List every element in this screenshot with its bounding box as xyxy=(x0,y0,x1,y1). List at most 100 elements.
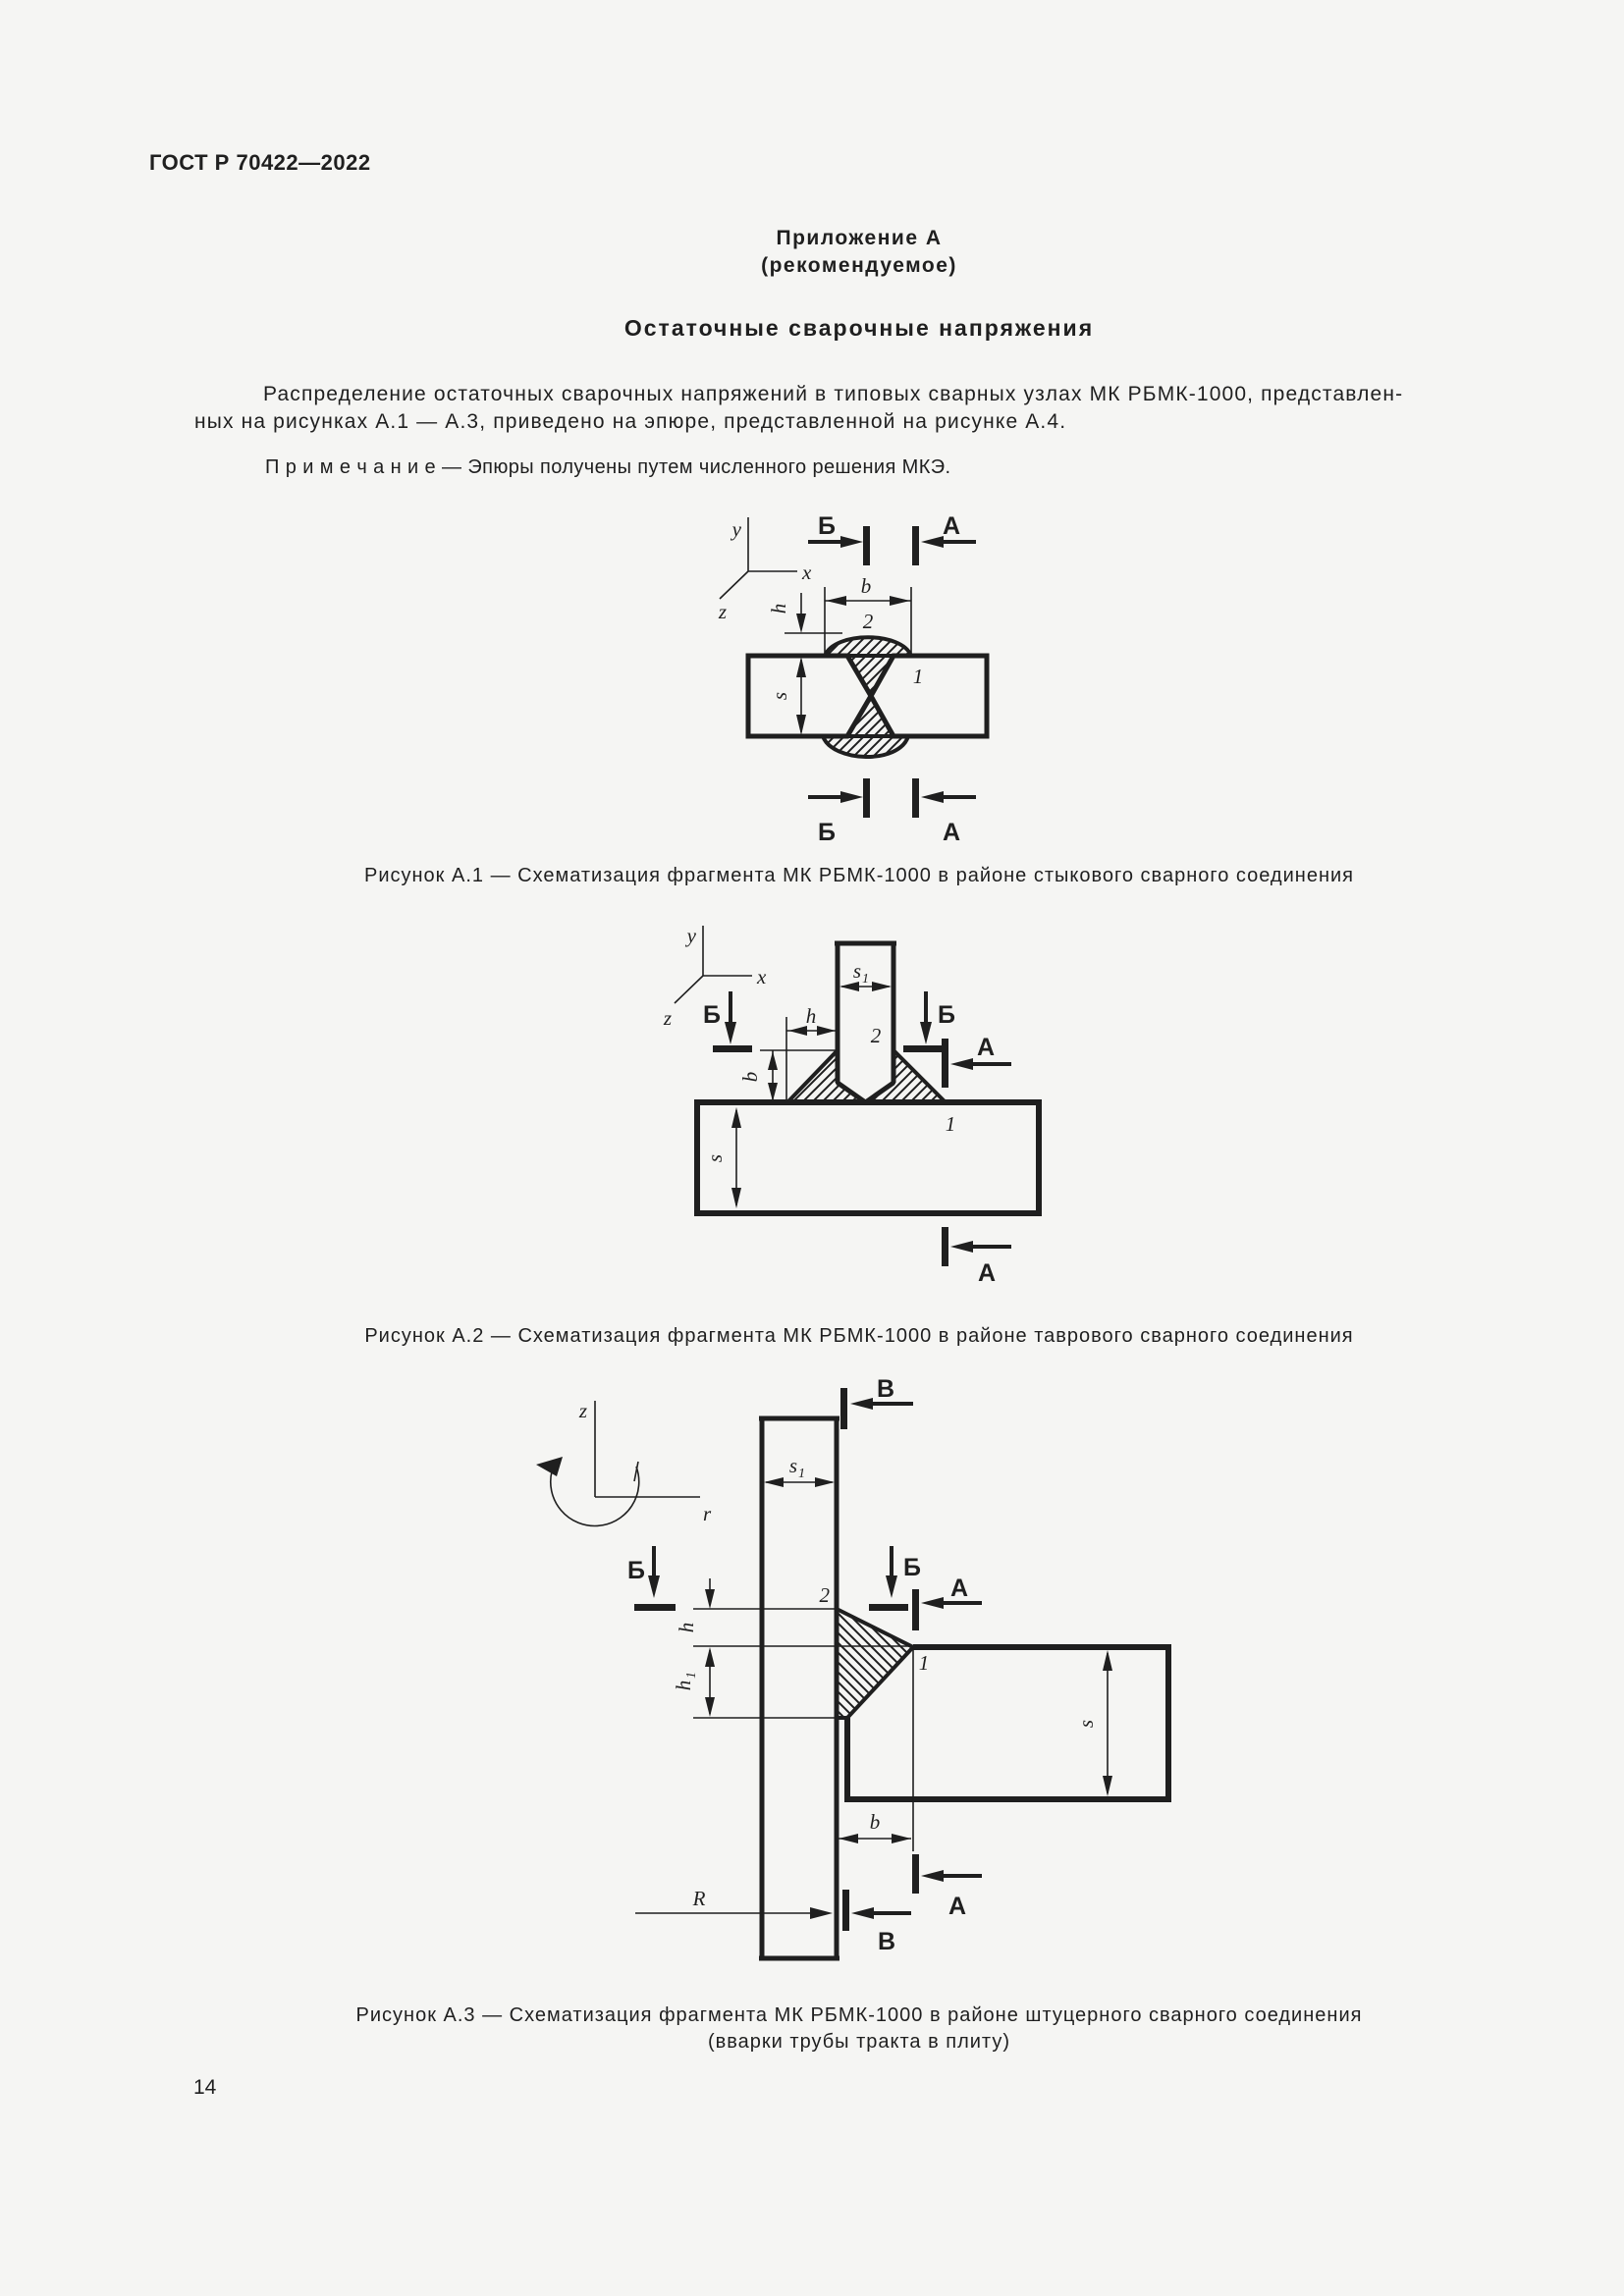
section-marker-b-bottom: Б xyxy=(808,778,870,846)
section-marker-a-side: А xyxy=(942,1034,1011,1088)
dim-s-label: s xyxy=(703,1154,727,1162)
section-letter: В xyxy=(877,1375,894,1403)
section-marker-a-right: А xyxy=(912,1575,982,1630)
weld-top-cap xyxy=(822,635,914,658)
dimension-r: R xyxy=(635,1887,833,1919)
axis-y-label: y xyxy=(685,924,697,947)
weld-upper-groove xyxy=(844,654,896,700)
dim-s1-label: s xyxy=(789,1454,797,1477)
section-letter: А xyxy=(977,1034,995,1061)
doc-code: ГОСТ Р 70422—2022 xyxy=(149,150,371,175)
section-letter: Б xyxy=(818,512,836,540)
section-letter: Б xyxy=(703,1001,721,1029)
appendix-title: Остаточные сварочные напряжения xyxy=(623,315,1095,341)
dim-s1-subscript: 1 xyxy=(798,1467,805,1481)
paragraph-line-1: Распределение остаточных сварочных напря… xyxy=(263,383,1404,405)
axis-z-label: z xyxy=(718,600,727,623)
section-marker-a-bottom: А xyxy=(912,778,976,846)
section-letter: А xyxy=(950,1575,968,1602)
paragraph-line-2: ных на рисунках А.1 — А.3, приведено на … xyxy=(194,410,1067,433)
section-letter: В xyxy=(878,1928,895,1955)
section-letter: Б xyxy=(938,1001,955,1029)
section-marker-v-bottom: В xyxy=(842,1890,911,1955)
section-letter: Б xyxy=(903,1554,921,1581)
part-label-plate: 1 xyxy=(919,1651,930,1675)
rotation-arrowhead xyxy=(536,1457,563,1476)
axis-r-label: r xyxy=(703,1502,712,1525)
dim-h1-subscript: 1 xyxy=(684,1672,699,1679)
figure-a3-caption-line-1: Рисунок А.3 — Схематизация фрагмента МК … xyxy=(355,2004,1363,2026)
dim-s-label: s xyxy=(1074,1720,1098,1728)
dimension-s: s xyxy=(768,657,806,735)
dim-h-label: h xyxy=(675,1623,698,1633)
dim-s-label: s xyxy=(768,692,791,700)
axes-xyz: y x z xyxy=(663,924,767,1030)
appendix-kind: (рекомендуемое) xyxy=(761,254,957,277)
part-label-weld: 2 xyxy=(863,610,874,633)
dimension-s1: s 1 xyxy=(839,959,892,991)
dim-b-label: b xyxy=(861,574,872,598)
dimension-s: s xyxy=(1074,1650,1112,1796)
section-marker-a-top: А xyxy=(912,512,976,565)
axis-x-label: x xyxy=(756,965,767,988)
axis-z-label: z xyxy=(663,1006,672,1030)
dim-s1-subscript: 1 xyxy=(862,972,869,987)
dimension-h: h xyxy=(785,1004,838,1100)
figure-a2-caption: Рисунок А.2 — Схематизация фрагмента МК … xyxy=(364,1325,1354,1347)
weld-bottom-cap xyxy=(820,734,911,759)
figure-a3-nozzle-weld-diagram: z r В s 1 Б xyxy=(536,1375,1171,1961)
weld-seam xyxy=(820,635,914,759)
section-marker-b-left: Б xyxy=(703,991,752,1052)
part-label-tube: 2 xyxy=(820,1583,831,1607)
section-letter: А xyxy=(943,819,960,846)
axes-xyz: y x z xyxy=(718,517,812,623)
dim-b-label: b xyxy=(870,1810,881,1834)
tube-wall xyxy=(759,1415,839,1961)
figure-a3-caption-line-2: (вварки трубы тракта в плиту) xyxy=(708,2031,1010,2053)
section-marker-b-left: Б xyxy=(627,1546,676,1611)
dimension-b: b xyxy=(738,1049,838,1101)
section-letter: Б xyxy=(818,819,836,846)
part-label-plate: 1 xyxy=(946,1112,956,1136)
section-marker-v-top: В xyxy=(840,1375,913,1429)
dim-h1-label: h xyxy=(672,1681,695,1691)
plate-left xyxy=(745,653,874,739)
section-marker-a-bottom: А xyxy=(912,1854,982,1920)
section-letter: А xyxy=(948,1893,966,1920)
dim-h-label: h xyxy=(806,1004,817,1028)
figure-a2-tee-joint-diagram: y x z s 1 Б Б А xyxy=(663,924,1042,1287)
dim-s1-label: s xyxy=(853,959,861,983)
dimension-h: h xyxy=(767,593,842,634)
section-marker-a-bottom: А xyxy=(942,1227,1011,1287)
page-number: 14 xyxy=(193,2076,217,2099)
section-marker-b-right: Б xyxy=(869,1546,921,1611)
weld-seam xyxy=(835,1605,917,1720)
section-letter: А xyxy=(978,1259,996,1287)
note-line: П р и м е ч а н и е — Эпюры получены пут… xyxy=(265,456,951,478)
figure-a1-caption: Рисунок А.1 — Схематизация фрагмента МК … xyxy=(364,865,1354,886)
axis-y-label: y xyxy=(731,517,742,541)
rotation-arc xyxy=(549,1466,640,1527)
plate xyxy=(844,1644,1171,1802)
dimension-s: s xyxy=(703,1107,741,1208)
dim-r-label: R xyxy=(692,1887,706,1910)
dimension-s1: s 1 xyxy=(764,1454,835,1487)
dim-b-label: b xyxy=(738,1072,762,1083)
figure-a1-butt-weld-diagram: y x z Б А b h xyxy=(718,512,990,846)
dimension-b: b xyxy=(839,1810,911,1843)
base-plate xyxy=(694,1099,1042,1216)
plate-right xyxy=(868,653,990,739)
section-marker-b-top: Б xyxy=(808,512,870,565)
axis-x-label: x xyxy=(801,561,812,584)
dim-h-label: h xyxy=(767,604,790,614)
axis-z-label: z xyxy=(578,1399,587,1422)
section-marker-b-right: Б xyxy=(903,991,955,1052)
dimension-b: b xyxy=(824,574,912,653)
weld-lower-groove xyxy=(844,692,896,738)
stem-plate xyxy=(835,940,896,1106)
axes-zr: z r xyxy=(536,1399,712,1527)
appendix-name: Приложение А xyxy=(776,227,943,249)
section-letter: А xyxy=(943,512,960,540)
part-label-weld: 2 xyxy=(871,1024,882,1047)
